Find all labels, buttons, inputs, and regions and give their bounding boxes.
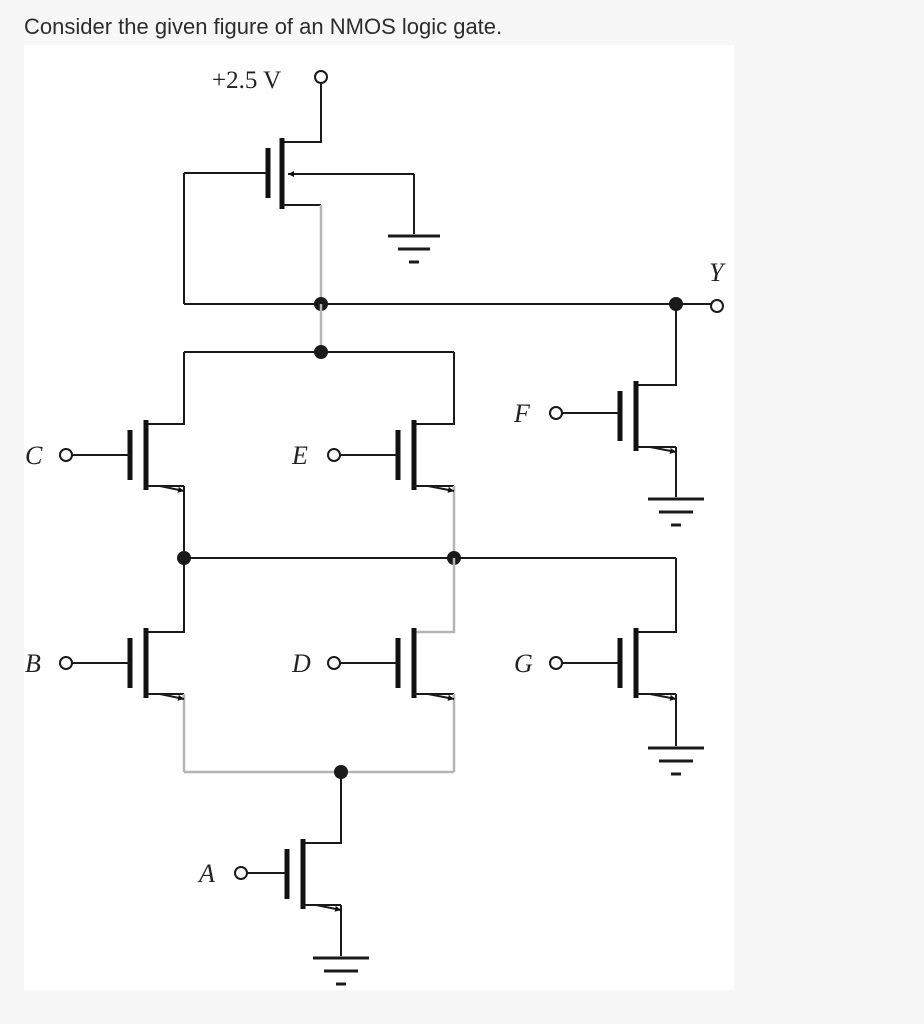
question-text: Consider the given figure of an NMOS log… xyxy=(24,14,503,39)
input-label-d: D xyxy=(291,649,311,678)
input-label-b: B xyxy=(25,649,41,678)
transistor-g xyxy=(562,558,677,746)
ground-symbol-f xyxy=(648,497,704,527)
input-label-a: A xyxy=(197,859,215,888)
input-terminal-f xyxy=(549,406,563,420)
ground-symbol-g xyxy=(648,746,704,776)
circuit-diagram: +2.5 V xyxy=(25,67,726,986)
input-terminal-g xyxy=(549,656,563,670)
ground-symbol-load xyxy=(388,234,440,264)
input-terminal-d xyxy=(327,656,341,670)
input-terminal-e xyxy=(327,448,341,462)
transistor-c xyxy=(72,352,185,558)
transistor-e xyxy=(340,352,456,558)
transistor-b xyxy=(72,558,186,772)
input-terminal-a xyxy=(234,866,248,880)
supply-label: +2.5 V xyxy=(212,67,281,94)
transistor-d xyxy=(340,558,456,772)
input-terminal-b xyxy=(59,656,73,670)
input-label-g: G xyxy=(514,649,533,678)
output-terminal xyxy=(710,299,724,313)
output-label: Y xyxy=(709,258,726,287)
transistor-a xyxy=(247,772,342,956)
input-label-c: C xyxy=(25,441,43,470)
load-transistor xyxy=(183,83,415,304)
input-label-e: E xyxy=(291,441,308,470)
input-label-f: F xyxy=(513,399,531,428)
ground-symbol-a xyxy=(313,956,369,986)
nmos-circuit-figure: +2.5 V xyxy=(24,45,734,990)
input-terminal-c xyxy=(59,448,73,462)
transistor-f xyxy=(562,304,677,497)
supply-terminal xyxy=(314,70,328,84)
